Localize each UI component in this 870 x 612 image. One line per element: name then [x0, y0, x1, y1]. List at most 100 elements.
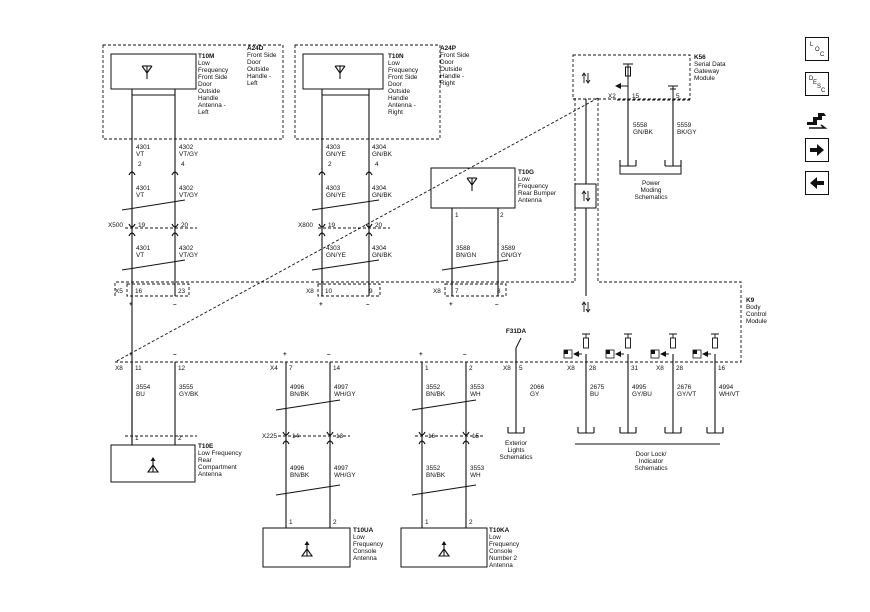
previous-page-button[interactable] [805, 171, 829, 195]
svg-text:Low: Low [353, 534, 365, 541]
svg-text:VT: VT [136, 151, 144, 158]
svg-text:C: C [821, 88, 826, 94]
svg-text:2676: 2676 [677, 384, 692, 391]
svg-text:+: + [449, 301, 453, 308]
door-lock-ref: Door Lock/ [636, 451, 667, 458]
connector-x800: X800 [298, 222, 313, 229]
svg-text:Rear: Rear [198, 457, 213, 464]
svg-text:Schematics: Schematics [634, 465, 667, 472]
t10m-box [110, 53, 197, 90]
a24p-id: A24P [440, 45, 457, 52]
bcm-outline [114, 97, 742, 363]
svg-text:1: 1 [135, 435, 139, 442]
svg-text:Low: Low [489, 534, 501, 541]
svg-text:28: 28 [676, 365, 684, 372]
antenna-icon [147, 456, 159, 473]
svg-text:L: L [810, 42, 814, 48]
antenna-icon [438, 540, 450, 557]
connector-x2: X2 [608, 93, 616, 100]
svg-text:11: 11 [135, 365, 142, 372]
a24d-id: A24D [247, 45, 264, 52]
svg-text:4304: 4304 [372, 144, 387, 151]
connector-x225: X225 [262, 433, 277, 440]
svg-text:4304: 4304 [372, 245, 387, 252]
t10ua-box [262, 527, 351, 568]
polarity-marks: +– +– +– +– +– +– [129, 301, 499, 358]
antenna-icon [301, 540, 313, 557]
svg-text:Frequency: Frequency [388, 67, 419, 74]
svg-text:+: + [319, 301, 323, 308]
data-link-box [574, 183, 597, 209]
svg-text:4996: 4996 [290, 384, 305, 391]
connector-x8: X8 [433, 288, 441, 295]
t10ka-id: T10KA [489, 527, 510, 534]
svg-text:BK/GY: BK/GY [677, 129, 697, 136]
svg-text:16: 16 [718, 365, 726, 372]
svg-text:BN/BK: BN/BK [290, 391, 310, 398]
svg-text:10: 10 [325, 288, 333, 295]
svg-text:Lights: Lights [507, 447, 524, 454]
connector-tool-button[interactable] [805, 106, 829, 130]
svg-text:16: 16 [135, 288, 143, 295]
svg-text:4994: 4994 [719, 384, 734, 391]
svg-text:VT/GY: VT/GY [179, 252, 199, 259]
svg-text:15: 15 [632, 93, 640, 100]
a24p-outline [294, 44, 441, 140]
description-button[interactable]: D E S C [805, 72, 829, 96]
svg-text:BN/BK: BN/BK [290, 472, 310, 479]
svg-text:GN/BK: GN/BK [372, 252, 393, 259]
svg-text:1: 1 [425, 519, 429, 526]
svg-text:3554: 3554 [136, 384, 151, 391]
svg-text:Compartment: Compartment [198, 464, 237, 471]
bcm-x8-connector [317, 283, 381, 297]
svg-text:4302: 4302 [179, 185, 194, 192]
svg-text:Indicator: Indicator [639, 458, 664, 465]
a24d-outline [102, 44, 284, 140]
svg-text:19: 19 [138, 222, 146, 229]
connector-x8: X8 [567, 365, 575, 372]
svg-text:Rear Bumper: Rear Bumper [518, 190, 557, 197]
svg-text:Console: Console [489, 548, 513, 555]
next-page-button[interactable] [805, 138, 829, 162]
svg-text:GN/YE: GN/YE [326, 252, 346, 259]
connector-x5: X5 [115, 288, 123, 295]
svg-text:E: E [813, 80, 817, 86]
svg-text:WH: WH [470, 472, 481, 479]
svg-text:3555: 3555 [179, 384, 194, 391]
k56-id: K56 [694, 54, 706, 61]
arrow-left-icon [810, 177, 824, 189]
svg-text:3552: 3552 [426, 465, 441, 472]
svg-text:Serial Data: Serial Data [694, 61, 726, 68]
svg-text:31: 31 [631, 365, 639, 372]
svg-text:+: + [129, 301, 133, 308]
svg-text:Door: Door [388, 81, 403, 88]
svg-text:WH/VT: WH/VT [719, 391, 740, 398]
svg-text:3588: 3588 [456, 245, 471, 252]
svg-text:Front Side: Front Side [247, 52, 277, 59]
svg-text:GY: GY [530, 391, 540, 398]
svg-text:4: 4 [181, 161, 185, 168]
location-button[interactable]: L O C [805, 37, 829, 61]
svg-text:5559: 5559 [677, 122, 692, 129]
svg-text:Handle: Handle [388, 95, 409, 102]
t10n-id: T10N [388, 53, 404, 60]
svg-text:BU: BU [136, 391, 145, 398]
bcm-output-drivers [563, 333, 720, 359]
power-moding-ref: Power [642, 180, 661, 187]
svg-text:5: 5 [519, 365, 523, 372]
svg-text:GY/BU: GY/BU [632, 391, 652, 398]
svg-text:Antenna -: Antenna - [198, 102, 226, 109]
svg-text:+: + [129, 351, 133, 358]
svg-text:20: 20 [375, 222, 383, 229]
svg-text:+: + [419, 351, 423, 358]
svg-text:Antenna: Antenna [518, 197, 542, 204]
svg-text:BN/BK: BN/BK [426, 391, 446, 398]
exterior-lights-ref: Exterior [505, 440, 528, 447]
svg-text:GY/VT: GY/VT [677, 391, 696, 398]
terminal-marks [128, 171, 470, 445]
svg-text:3589: 3589 [501, 245, 516, 252]
svg-text:VT/GY: VT/GY [179, 151, 199, 158]
svg-text:Schematics: Schematics [499, 454, 532, 461]
t10m-id: T10M [198, 53, 214, 60]
